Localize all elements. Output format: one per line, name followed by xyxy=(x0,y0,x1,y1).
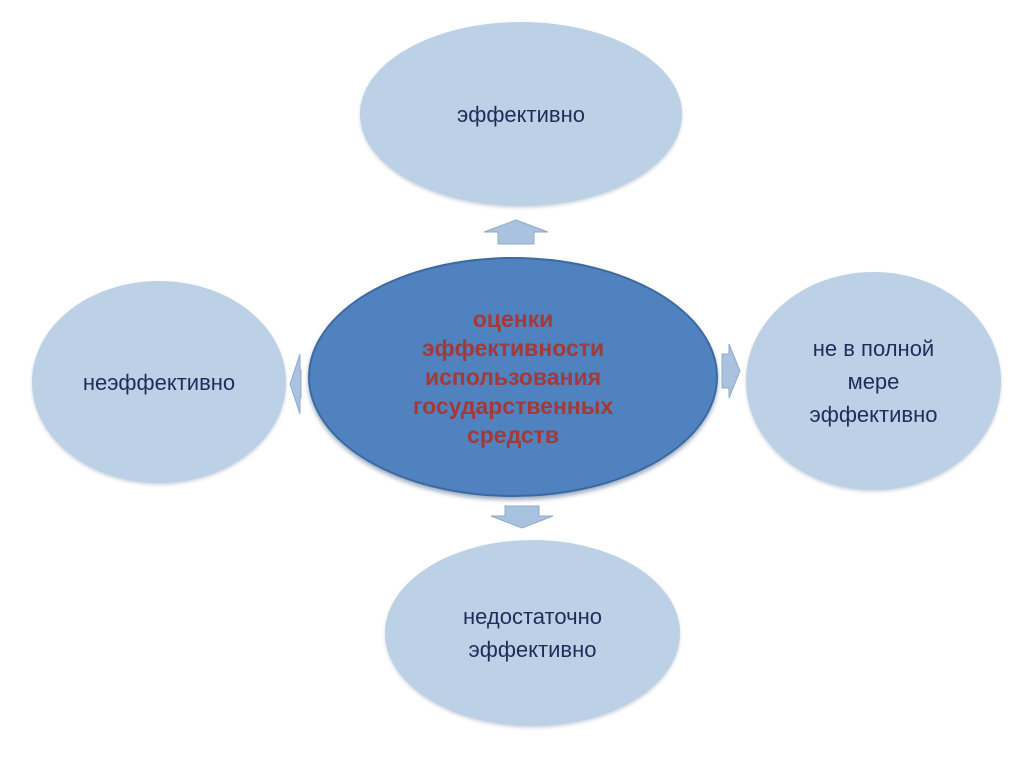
arrow-down-icon xyxy=(490,505,554,529)
bubble-center-evaluation: оценки эффективности использования госуд… xyxy=(308,257,718,497)
bubble-effective: эффективно xyxy=(360,22,682,206)
arrow-left-icon xyxy=(289,353,302,415)
bubble-not-fully-effective-label: не в полной мере эффективно xyxy=(809,335,938,427)
bubble-center-label: оценки эффективности использования госуд… xyxy=(412,305,614,448)
bubble-not-fully-effective: не в полной мере эффективно xyxy=(746,272,1001,490)
bubble-ineffective-label: неэффективно xyxy=(82,369,236,395)
bubble-insufficiently-effective-label: недостаточно эффективно xyxy=(463,604,602,662)
bubble-ineffective: неэффективно xyxy=(32,281,286,483)
arrow-up-icon xyxy=(483,219,549,245)
bubble-insufficiently-effective: недостаточно эффективно xyxy=(385,540,680,726)
arrow-right-icon xyxy=(721,343,741,399)
bubble-effective-label: эффективно xyxy=(457,101,585,127)
